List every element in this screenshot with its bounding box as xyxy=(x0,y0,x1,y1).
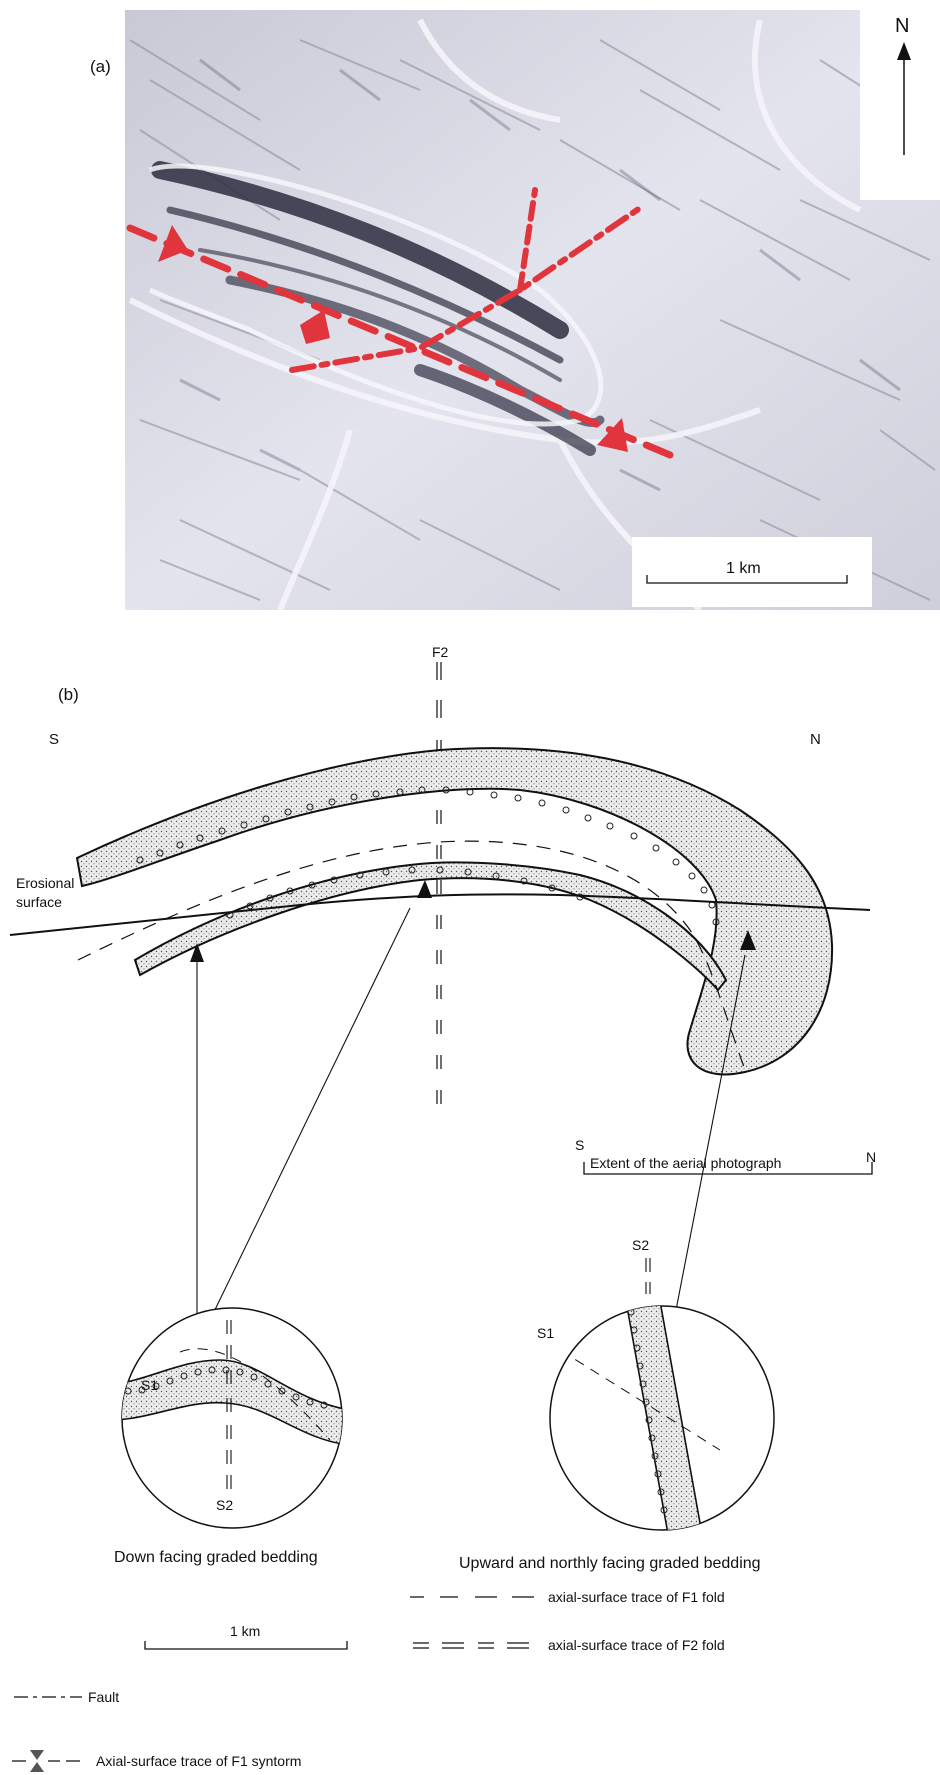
inset-right-s1: S1 xyxy=(537,1326,554,1340)
section-south-label: S xyxy=(49,732,59,747)
inset-left-s2: S2 xyxy=(216,1498,233,1512)
legend-fault-label: Fault xyxy=(88,1690,119,1704)
inset-right xyxy=(550,1258,774,1545)
panel-b-label: (b) xyxy=(58,686,79,703)
inset-left-s1: S1 xyxy=(141,1378,158,1392)
north-label: N xyxy=(895,16,909,36)
erosional-surface-label: Erosional surface xyxy=(16,874,96,912)
legend-syntorm-symbol xyxy=(30,1750,44,1772)
inset-left-caption: Down facing graded bedding xyxy=(114,1550,318,1566)
scale-bar-b xyxy=(145,1641,347,1649)
panel-a-label: (a) xyxy=(90,58,111,75)
aerial-photograph xyxy=(125,10,940,610)
f2-axial-trace xyxy=(437,662,441,1104)
extent-s-label: S xyxy=(575,1138,584,1152)
scale-label-b: 1 km xyxy=(230,1624,260,1638)
legend-f2-symbol xyxy=(413,1643,529,1648)
inset-leader-lines xyxy=(197,908,745,1326)
legend-syntorm-label: Axial-surface trace of F1 syntorm xyxy=(96,1754,301,1768)
extent-label: Extent of the aerial photograph xyxy=(590,1156,781,1170)
legend-f1-label: axial-surface trace of F1 fold xyxy=(548,1590,725,1604)
extent-n-label: N xyxy=(866,1150,876,1164)
inset-right-s2: S2 xyxy=(632,1238,649,1252)
legend-f2-label: axial-surface trace of F2 fold xyxy=(548,1638,725,1652)
inset-left xyxy=(110,1308,350,1528)
scale-label-a: 1 km xyxy=(726,561,761,577)
inset-right-caption: Upward and northly facing graded bedding xyxy=(459,1556,761,1572)
section-north-label: N xyxy=(810,732,821,747)
upper-graded-bed xyxy=(77,748,832,1074)
legend-symbols xyxy=(12,1597,534,1761)
f2-label: F2 xyxy=(432,645,448,659)
